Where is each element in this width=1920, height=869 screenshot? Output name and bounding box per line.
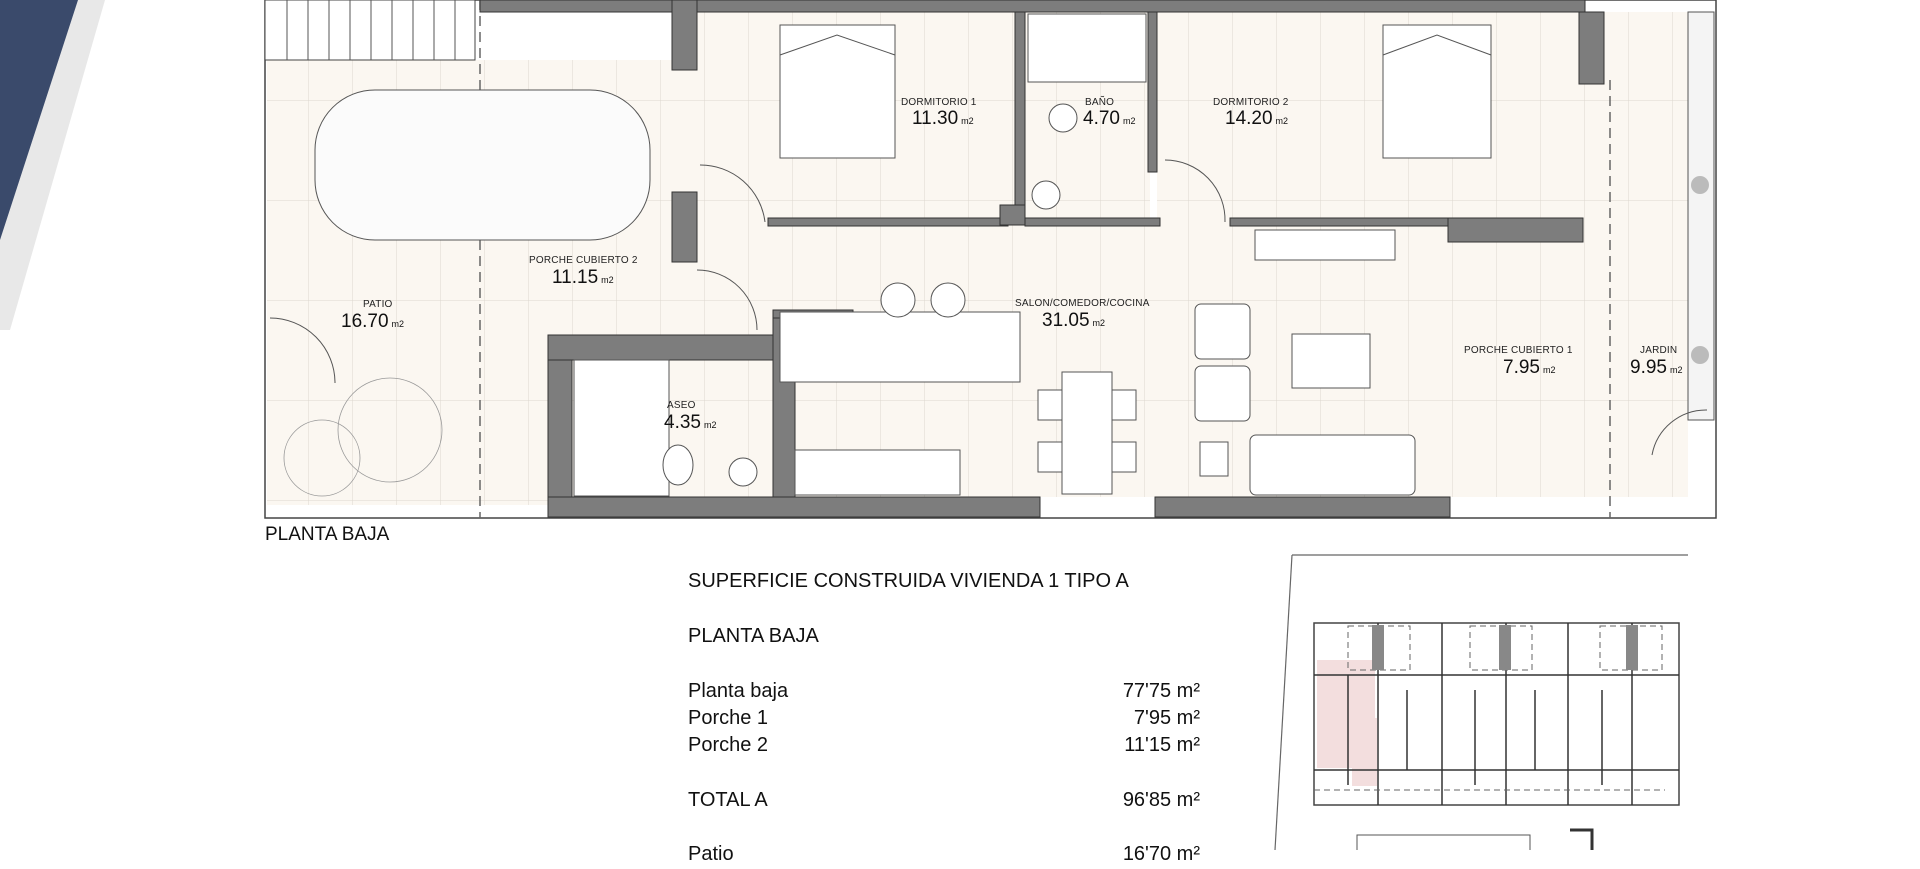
area-value: 16.70 <box>341 311 389 332</box>
area-value: 11.15 <box>552 267 599 288</box>
area-value: 11.30 <box>912 108 959 129</box>
table-title: SUPERFICIE CONSTRUIDA VIVIENDA 1 TIPO A <box>688 570 1129 592</box>
key-plan <box>1274 554 1688 850</box>
area-value: 9.95 <box>1630 357 1667 378</box>
area-value: 4.35 <box>664 412 701 433</box>
floor-plan <box>264 0 1717 519</box>
area-value: 4.70 <box>1083 108 1120 129</box>
brand-banner <box>0 0 105 330</box>
plan-level-label: PLANTA BAJA <box>265 524 390 545</box>
table-subtitle: PLANTA BAJA <box>688 625 819 647</box>
table-row: Planta baja 77'75 m² <box>688 680 1200 702</box>
table-row: Porche 2 11'15 m² <box>688 734 1200 756</box>
table-row-partial: Patio 16'70 m² <box>688 843 1200 865</box>
table-total-row: TOTAL A 96'85 m² <box>688 789 1200 811</box>
area-value: 7.95 <box>1503 357 1540 378</box>
area-value: 14.20 <box>1225 108 1273 129</box>
table-row: Porche 1 7'95 m² <box>688 707 1200 729</box>
area-value: 31.05 <box>1042 310 1090 331</box>
